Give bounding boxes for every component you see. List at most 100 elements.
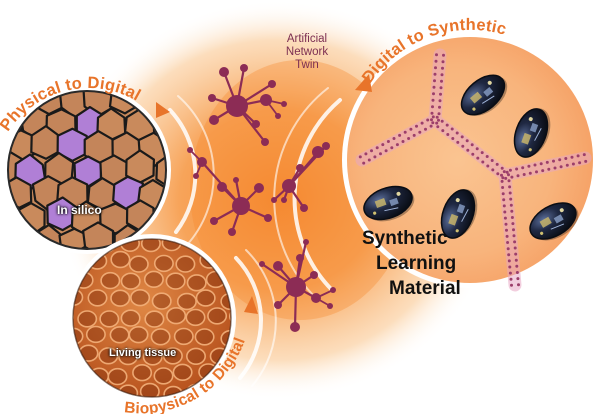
channel-dot bbox=[431, 115, 435, 119]
tissue-cell bbox=[185, 308, 206, 327]
channel-network bbox=[355, 48, 592, 292]
cell bbox=[14, 248, 47, 249]
channel-dot bbox=[521, 166, 525, 170]
network-node bbox=[281, 197, 287, 203]
channel-dot bbox=[471, 152, 475, 156]
channel-dot bbox=[504, 176, 508, 180]
tissue-cell bbox=[144, 310, 165, 328]
robot-icon bbox=[529, 202, 579, 241]
channel-dot bbox=[547, 167, 551, 171]
tissue-cell bbox=[195, 289, 216, 307]
channel-dot bbox=[431, 121, 435, 125]
living-tissue-disk bbox=[33, 234, 260, 414]
tissue-cell bbox=[207, 307, 228, 325]
channel-dot bbox=[496, 172, 500, 176]
channel-dot bbox=[466, 148, 470, 152]
network-node bbox=[259, 261, 265, 267]
channel-dot bbox=[510, 209, 514, 213]
twin-label-line-3: Twin bbox=[295, 59, 319, 71]
channel-dot bbox=[559, 165, 563, 169]
channel-dot bbox=[441, 129, 445, 133]
tissue-cell bbox=[33, 271, 51, 287]
network-hub bbox=[286, 277, 306, 297]
channel-dot bbox=[409, 127, 413, 131]
channel-dot bbox=[437, 112, 441, 116]
channel-dot bbox=[450, 127, 454, 131]
slm-line-3: Material bbox=[389, 278, 461, 299]
in-silico-label: In silico bbox=[57, 203, 102, 217]
channel-dot bbox=[403, 130, 407, 134]
tissue-cell bbox=[242, 404, 260, 414]
channel-dot bbox=[390, 146, 394, 150]
channel-dot bbox=[509, 197, 513, 201]
channel-dot bbox=[508, 168, 512, 172]
channel-dot bbox=[512, 228, 515, 232]
network-node bbox=[197, 157, 207, 167]
network-node bbox=[268, 80, 276, 88]
channel-dot bbox=[490, 159, 494, 162]
channel-dot bbox=[507, 179, 511, 183]
network-node bbox=[233, 177, 239, 183]
tissue-cell bbox=[53, 272, 71, 288]
cell bbox=[18, 60, 47, 90]
channel-dot bbox=[502, 170, 506, 174]
channel-dot bbox=[503, 216, 507, 220]
channel-dot bbox=[435, 53, 438, 57]
tissue-cell bbox=[43, 402, 61, 414]
channel-dot bbox=[512, 234, 516, 238]
channel-dot bbox=[362, 161, 366, 165]
tissue-cell bbox=[173, 327, 194, 346]
channel-dot bbox=[475, 147, 479, 151]
channel-dot bbox=[435, 115, 439, 119]
tissue-cell bbox=[73, 382, 75, 397]
channel-dot bbox=[418, 130, 422, 134]
channel-dot bbox=[420, 121, 424, 125]
channel-dot bbox=[481, 160, 485, 164]
robot-icon bbox=[460, 74, 508, 116]
tissue-cell bbox=[86, 406, 104, 414]
channel-dot bbox=[424, 127, 427, 131]
channel-dot bbox=[434, 66, 437, 70]
robot-swarm bbox=[363, 74, 579, 241]
channel-dot bbox=[395, 143, 399, 147]
channel-dot bbox=[582, 153, 586, 157]
channel-dot bbox=[508, 265, 512, 269]
synthetic-material-disk bbox=[342, 32, 598, 292]
channel-dot bbox=[437, 118, 440, 122]
tissue-cell bbox=[199, 401, 217, 414]
channel-dot bbox=[438, 105, 441, 109]
channel-dot bbox=[398, 133, 402, 137]
channel-dot bbox=[440, 73, 444, 77]
channel-dot bbox=[504, 222, 508, 226]
channel-dot bbox=[541, 169, 545, 173]
network-node bbox=[264, 214, 272, 222]
network-node bbox=[273, 261, 283, 271]
slm-line-1: Synthetic bbox=[362, 228, 448, 249]
tissue-cell bbox=[33, 383, 51, 399]
channel-dot bbox=[506, 241, 510, 244]
tissue-cell bbox=[107, 367, 128, 386]
network-node bbox=[240, 64, 248, 72]
tissue-cell bbox=[120, 272, 141, 290]
channel-dot bbox=[446, 133, 450, 136]
channel-dot bbox=[384, 149, 388, 153]
channel-dot bbox=[460, 135, 464, 139]
channel-dot bbox=[571, 162, 575, 166]
channel-dot bbox=[470, 143, 474, 147]
network-hub bbox=[226, 95, 248, 117]
network-node bbox=[219, 67, 229, 77]
channel-dot bbox=[370, 149, 373, 153]
channel-dot bbox=[570, 155, 574, 159]
channel-dot bbox=[440, 79, 443, 83]
channel-dot bbox=[501, 192, 505, 196]
tissue-cell bbox=[130, 289, 151, 307]
channel-dot bbox=[501, 176, 505, 180]
tissue-cell bbox=[33, 311, 51, 327]
tissue-cell bbox=[109, 326, 130, 344]
tissue-cell bbox=[172, 363, 193, 381]
channel-dot bbox=[514, 258, 518, 262]
channel-dot bbox=[528, 171, 532, 175]
tissue-cell bbox=[153, 254, 174, 273]
cell bbox=[0, 129, 4, 162]
